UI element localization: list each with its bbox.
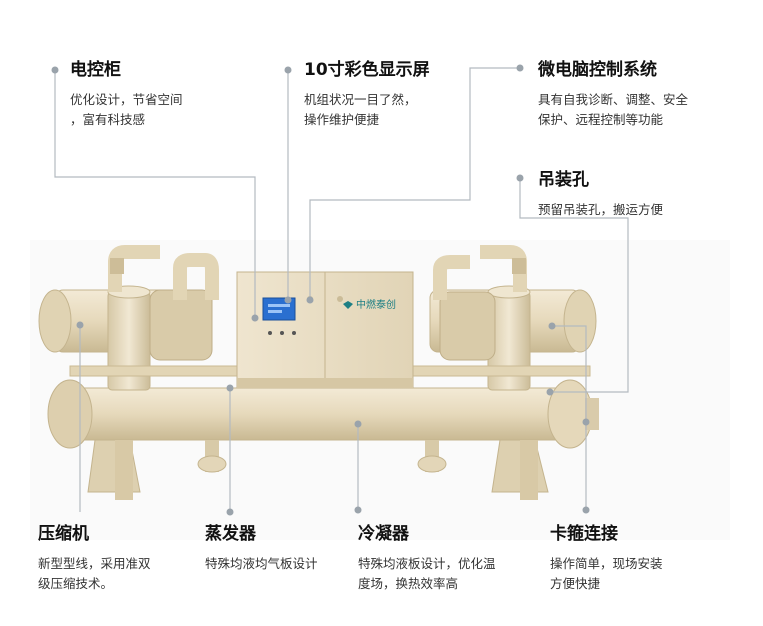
callout-title: 冷凝器 xyxy=(358,524,409,544)
callout-desc: 新型型线，采用准双 级压缩技术。 xyxy=(38,556,151,591)
brand-logo-text: 中燃泰创 xyxy=(356,298,396,311)
callout-evaporator: 蒸发器 特殊均液均气板设计 xyxy=(205,524,318,574)
callout-title: 电控柜 xyxy=(70,60,121,80)
callout-title: 压缩机 xyxy=(38,524,89,544)
control-cabinet: 中燃泰创 xyxy=(236,271,414,389)
callout-desc: 预留吊装孔，搬运方便 xyxy=(538,202,664,217)
leader-lines xyxy=(51,64,629,516)
callout-title: 10寸彩色显示屏 xyxy=(304,60,430,80)
callout-title: 吊装孔 xyxy=(538,170,589,190)
callout-desc: 特殊均液板设计，优化温 度场，换热效率高 xyxy=(358,556,496,591)
callout-desc: 机组状况一目了然， 操作维护便捷 xyxy=(304,92,417,127)
callout-desc: 具有自我诊断、调整、安全 保护、远程控制等功能 xyxy=(538,92,689,127)
lower-shell xyxy=(47,379,599,500)
callout-micro-control: 微电脑控制系统 具有自我诊断、调整、安全 保护、远程控制等功能 xyxy=(538,60,688,130)
callout-compressor: 压缩机 新型型线，采用准双 级压缩技术。 xyxy=(38,524,151,594)
callout-desc: 优化设计，节省空间 ，富有科技感 xyxy=(70,92,183,127)
callout-lifting-hole: 吊装孔 预留吊装孔，搬运方便 xyxy=(538,170,663,220)
callout-title: 蒸发器 xyxy=(205,524,256,544)
callout-condenser: 冷凝器 特殊均液板设计，优化温 度场，换热效率高 xyxy=(358,524,496,594)
callout-electric-cabinet: 电控柜 优化设计，节省空间 ，富有科技感 xyxy=(70,60,183,130)
callout-title: 卡箍连接 xyxy=(550,524,618,544)
callout-title: 微电脑控制系统 xyxy=(538,60,657,80)
callout-desc: 特殊均液均气板设计 xyxy=(205,556,318,571)
callout-display: 10寸彩色显示屏 机组状况一目了然， 操作维护便捷 xyxy=(304,60,430,130)
callout-clamp-connection: 卡箍连接 操作简单，现场安装 方便快捷 xyxy=(550,524,663,594)
callout-desc: 操作简单，现场安装 方便快捷 xyxy=(550,556,663,591)
